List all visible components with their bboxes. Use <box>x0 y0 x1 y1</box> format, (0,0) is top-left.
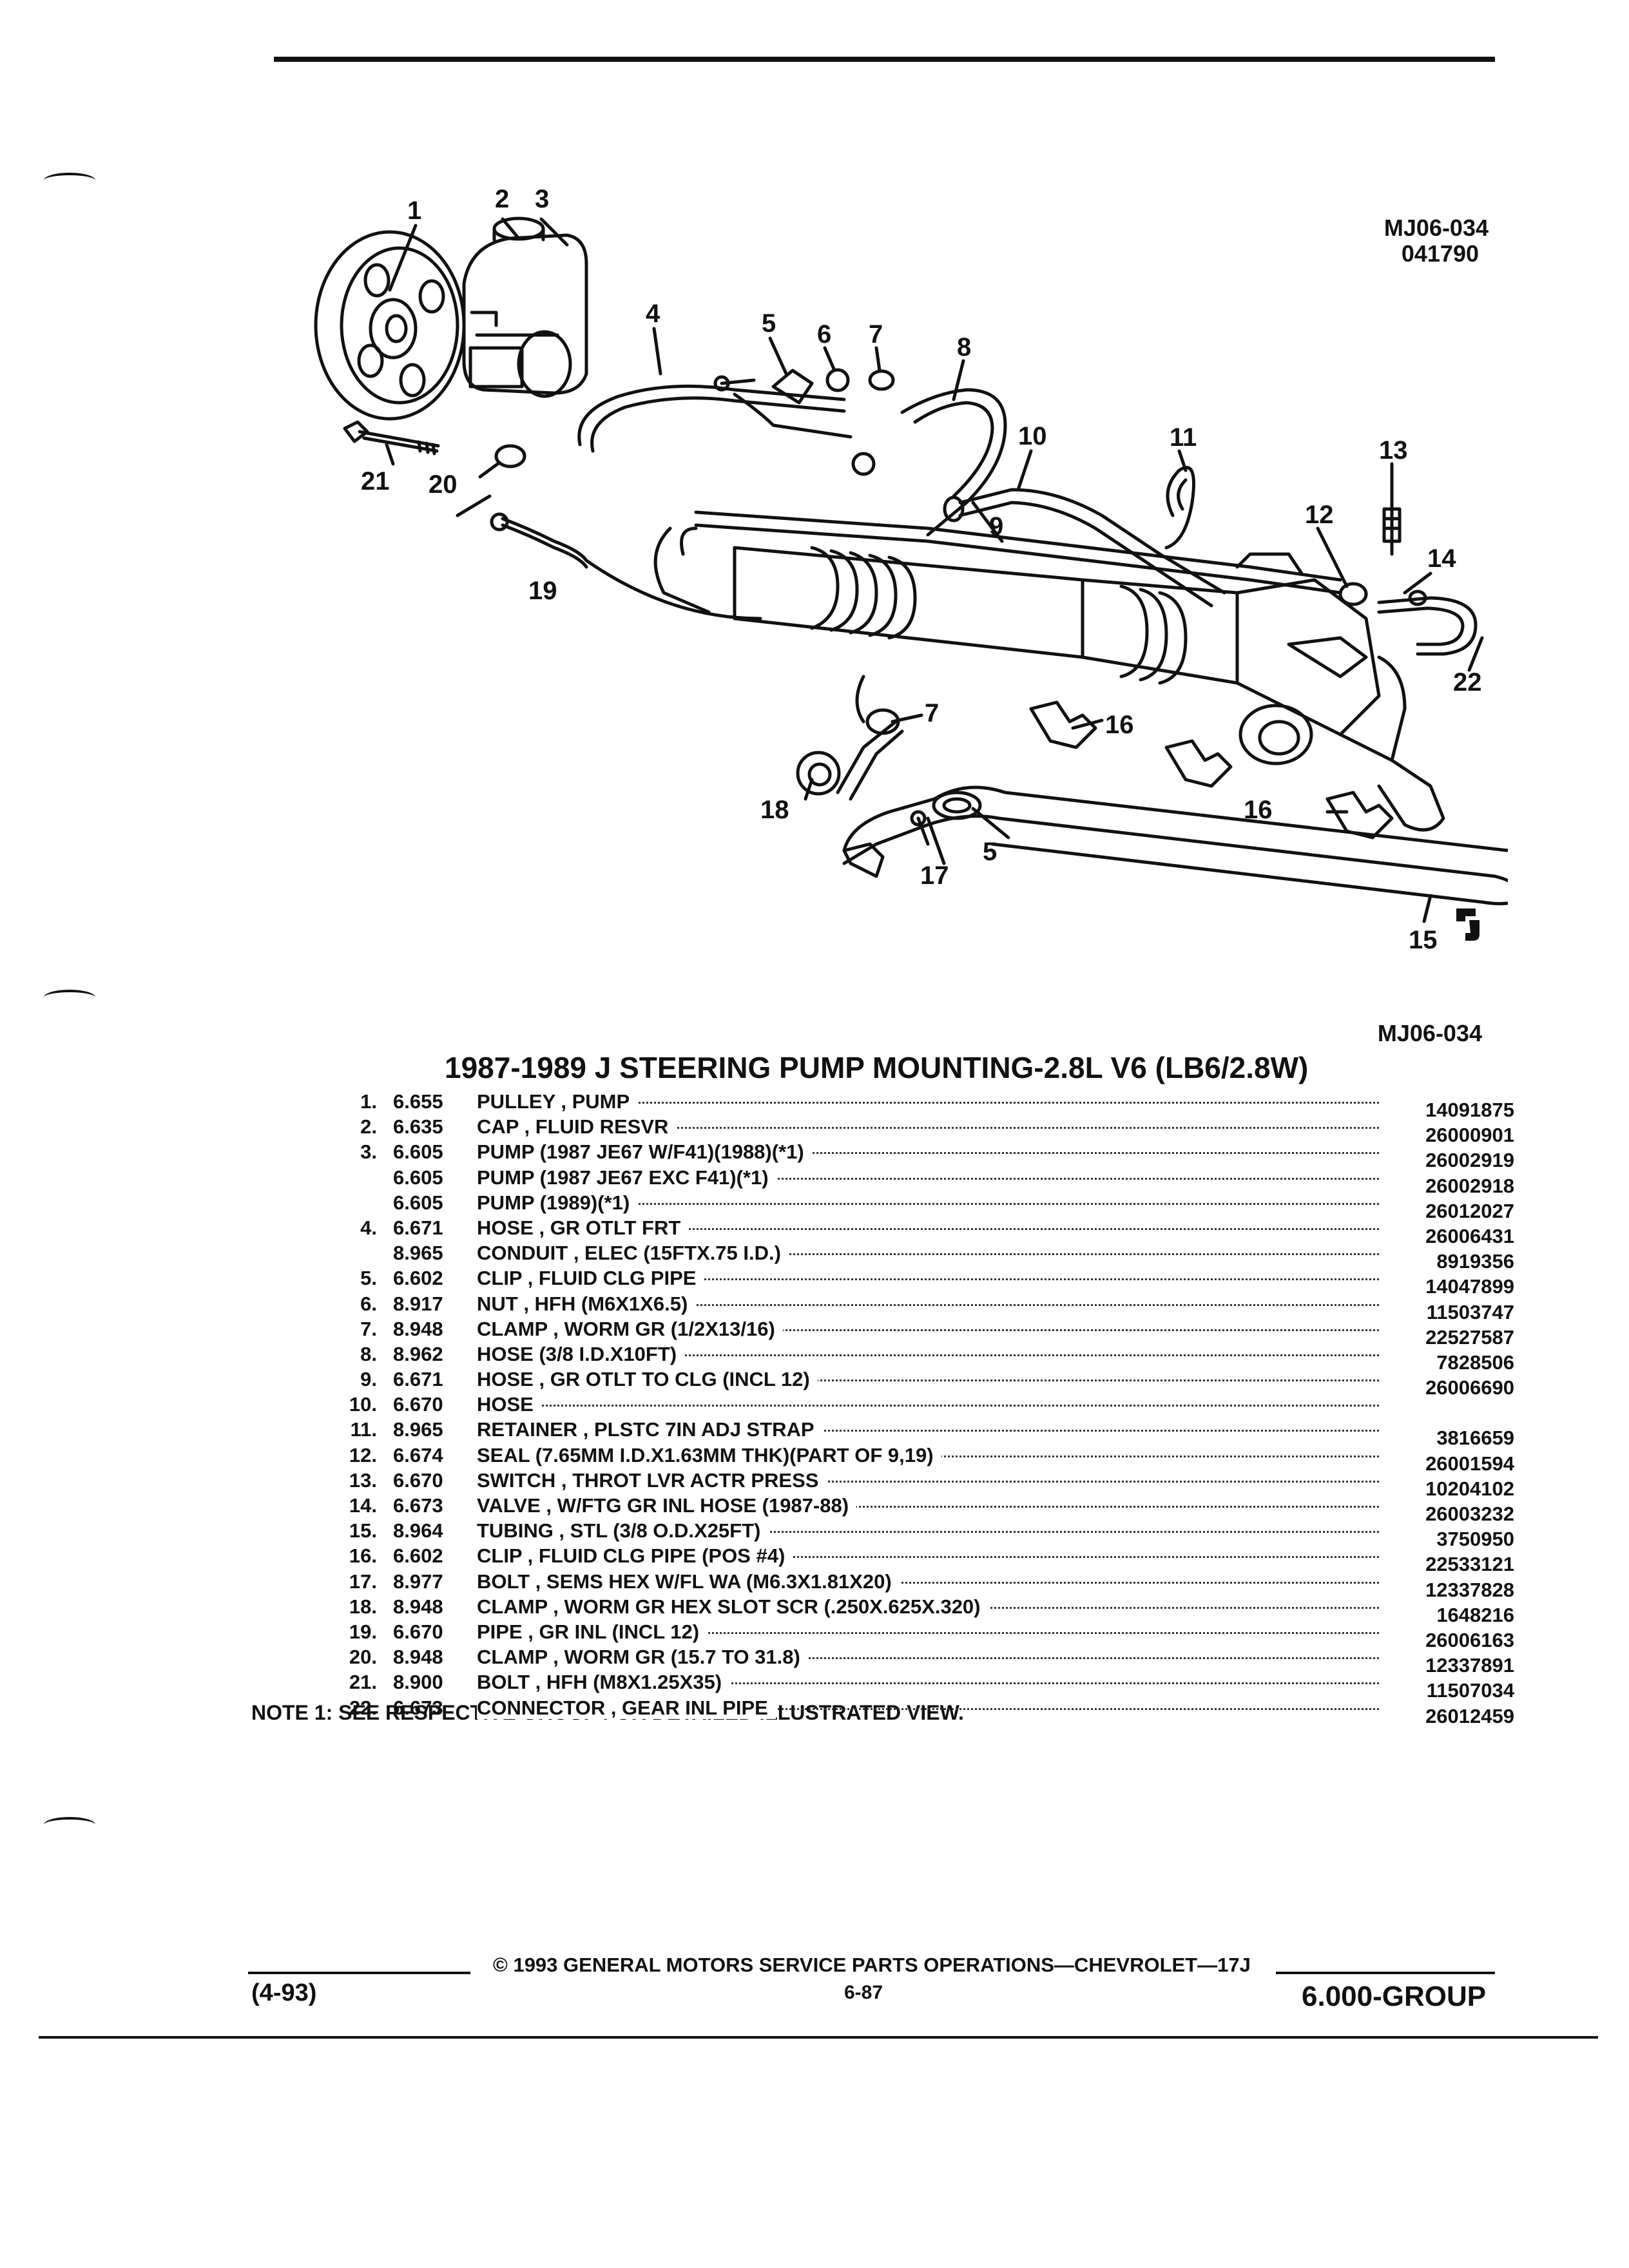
callout-label: 13 <box>1379 436 1408 465</box>
callout-label: 16 <box>1244 796 1273 824</box>
callout-label: 5 <box>762 309 776 338</box>
callout-label: 21 <box>361 467 390 495</box>
callout-label: 20 <box>429 470 458 499</box>
bottom-rule <box>39 2036 1598 2039</box>
callout-label: 2 <box>495 185 509 213</box>
figure-ref-code: MJ06-034 <box>1383 215 1489 241</box>
callout-label: 15 <box>1409 926 1438 954</box>
callout-label: 22 <box>1453 668 1482 697</box>
callout-label: 7 <box>925 699 939 727</box>
callout-label: 6 <box>817 320 831 349</box>
callout-label: 12 <box>1305 501 1334 529</box>
callout-label: 7 <box>869 320 883 349</box>
footer-copyright: © 1993 GENERAL MOTORS SERVICE PARTS OPER… <box>493 1954 1251 1976</box>
callout-label: 9 <box>989 512 1003 541</box>
callout-label: 5 <box>983 838 997 866</box>
footer-rule-right <box>1276 1972 1495 1974</box>
callout-label: 3 <box>535 185 549 213</box>
callout-label: 17 <box>920 861 949 890</box>
exploded-parts-diagram: 1 2 3 4 5 6 7 8 10 11 13 12 14 21 20 19 … <box>314 185 1508 954</box>
top-rule <box>274 57 1495 62</box>
page-title: 1987-1989 J STEERING PUMP MOUNTING-2.8L … <box>445 1051 1309 1084</box>
margin-mark <box>44 990 95 1005</box>
callout-label: 18 <box>760 796 789 824</box>
steering-rack-drawing <box>653 510 1445 832</box>
callout-label: 1 <box>407 197 421 225</box>
caption-ref-code: MJ06-034 <box>1377 1020 1482 1046</box>
footer-page-number: 6-87 <box>844 1982 883 2003</box>
callout-label: 11 <box>1170 423 1197 452</box>
bolt-drawing <box>343 420 440 456</box>
figure-ref-date: 041790 <box>1401 240 1479 267</box>
footer-date: (4-93) <box>251 1979 317 2006</box>
callout-label: 19 <box>528 577 557 605</box>
callout-label: 14 <box>1427 544 1456 573</box>
pump-reservoir-drawing <box>462 216 588 398</box>
gm-parts-logo <box>1456 908 1480 941</box>
margin-mark <box>44 1817 95 1832</box>
pulley-drawing <box>314 230 466 421</box>
margin-mark <box>44 173 95 188</box>
callout-label: 16 <box>1105 711 1134 739</box>
footer-group: 6.000-GROUP <box>1302 1981 1487 2012</box>
footer-rule-left <box>248 1972 470 1974</box>
callout-label: 8 <box>957 333 971 361</box>
callout-label: 10 <box>1018 422 1047 450</box>
callout-label: 4 <box>646 300 660 328</box>
